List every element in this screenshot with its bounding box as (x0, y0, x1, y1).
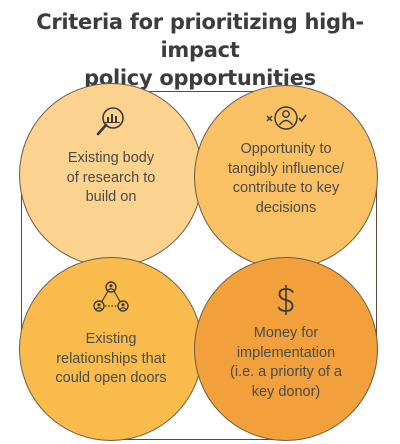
dollar-sign-icon (274, 284, 298, 321)
criterion-label: Existing relationships that could open d… (55, 331, 167, 386)
person-target-icon (264, 104, 308, 139)
criterion-label: Existing body of research to build on (66, 150, 156, 205)
title-line-1: Criteria for prioritizing high-impact (36, 10, 364, 62)
connector-bottom (100, 439, 300, 440)
criterion-circle-research: Existing body of research to build on (19, 83, 203, 267)
criterion-circle-relationships: Existing relationships that could open d… (19, 257, 203, 441)
criterion-circle-influence: Opportunity to tangibly influence/ contr… (194, 85, 378, 269)
network-people-icon (93, 280, 129, 319)
connector-right (376, 170, 377, 350)
criterion-label: Money for implementation (i.e. a priorit… (229, 325, 342, 400)
criterion-circle-money: Money for implementation (i.e. a priorit… (194, 257, 378, 441)
criterion-label: Opportunity to tangibly influence/ contr… (227, 141, 345, 216)
diagram-title: Criteria for prioritizing high-impact po… (0, 8, 400, 92)
connector-top (100, 91, 300, 92)
connector-left (21, 170, 22, 350)
magnifier-bar-chart-icon (93, 104, 129, 143)
title-line-2: policy opportunities (84, 66, 316, 90)
